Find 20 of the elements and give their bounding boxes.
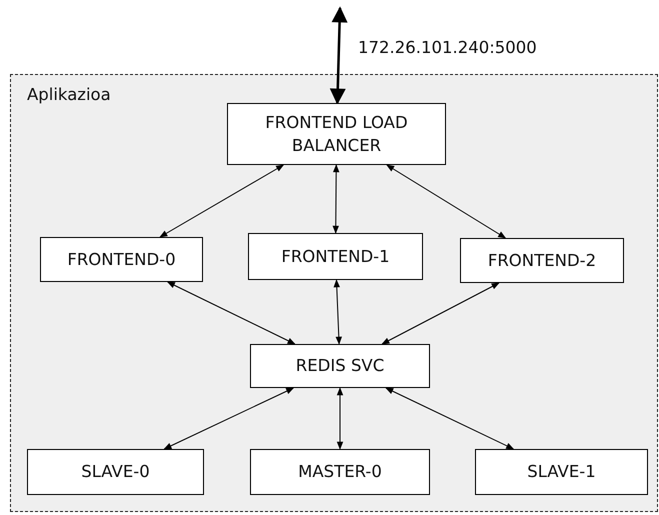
arrow xyxy=(334,279,342,345)
arrow xyxy=(166,282,296,344)
arrow xyxy=(159,164,284,238)
arrow xyxy=(385,388,514,450)
service-box: FRONTEND-2 xyxy=(460,238,624,283)
service-box: FRONTEND LOAD BALANCER xyxy=(227,103,446,165)
arrow xyxy=(332,164,340,234)
arrow xyxy=(164,388,294,450)
service-box: SLAVE-0 xyxy=(27,449,204,495)
service-box: FRONTEND-0 xyxy=(40,237,203,282)
service-box: REDIS SVC xyxy=(250,344,430,388)
service-box: MASTER-0 xyxy=(250,449,430,495)
group-container xyxy=(10,74,658,512)
group-title: Aplikazioa xyxy=(27,85,111,104)
arrow xyxy=(330,6,348,105)
service-box: SLAVE-1 xyxy=(475,449,648,495)
arrow xyxy=(336,387,344,450)
arrow xyxy=(386,164,506,238)
arrow xyxy=(381,282,500,344)
service-box: FRONTEND-1 xyxy=(248,233,423,280)
